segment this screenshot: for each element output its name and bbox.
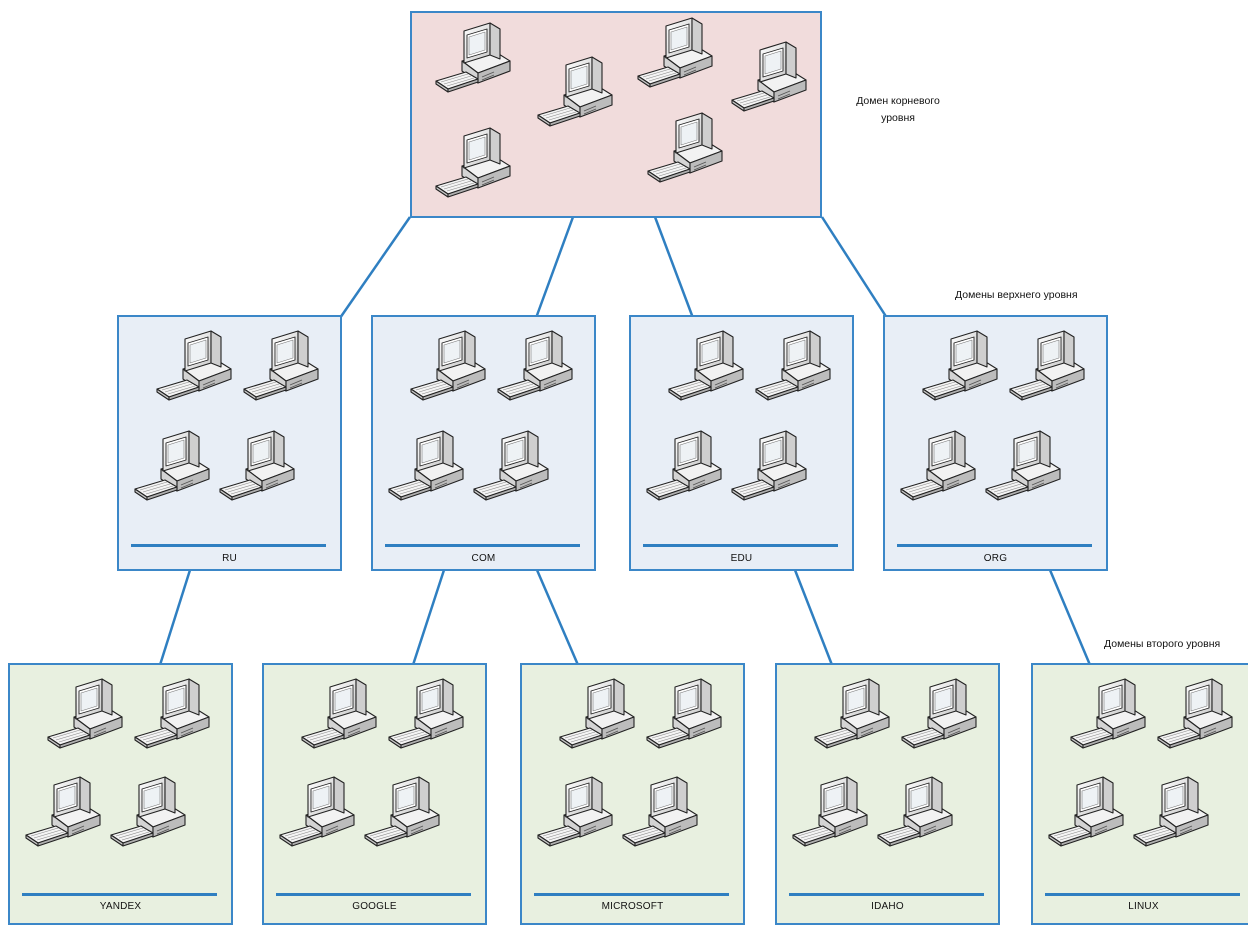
connector-com-microsoft — [535, 569, 580, 666]
caption-root-level: Домен корневого уровня — [856, 95, 940, 124]
desktop-computer-icon — [644, 111, 734, 191]
desktop-computer-icon — [665, 329, 755, 409]
connector-root-edu — [653, 216, 695, 319]
desktop-computer-icon — [276, 775, 366, 855]
domain-label-linux: LINUX — [1128, 901, 1159, 912]
desktop-computer-icon — [22, 775, 112, 855]
domain-underline — [1045, 893, 1240, 896]
desktop-computer-icon — [643, 677, 733, 757]
domain-label-com: COM — [471, 553, 496, 564]
domain-label-google: GOOGLE — [352, 901, 397, 912]
desktop-computer-icon — [1154, 677, 1244, 757]
domain-label-yandex: YANDEX — [99, 901, 142, 912]
desktop-computer-icon — [216, 429, 306, 509]
desktop-computer-icon — [1045, 775, 1135, 855]
domain-underline — [897, 544, 1092, 547]
connector-ru-yandex — [158, 569, 192, 666]
caption-second-level: Домены второго уровня — [1104, 638, 1221, 650]
domain-box-linux: LINUX — [1031, 663, 1248, 925]
desktop-computer-icon — [919, 329, 1009, 409]
desktop-computer-icon — [385, 429, 475, 509]
desktop-computer-icon — [1130, 775, 1220, 855]
domain-label-ru: RU — [222, 553, 237, 564]
desktop-computer-icon — [44, 677, 134, 757]
domain-label-idaho: IDAHO — [871, 901, 904, 912]
desktop-computer-icon — [898, 677, 988, 757]
desktop-computer-icon — [298, 677, 388, 757]
domain-box-org: ORG — [883, 315, 1108, 571]
connector-root-ru — [338, 216, 412, 319]
desktop-computer-icon — [107, 775, 197, 855]
desktop-computer-icon — [643, 429, 733, 509]
desktop-computer-icon — [432, 21, 522, 101]
desktop-computer-icon — [874, 775, 964, 855]
desktop-computer-icon — [897, 429, 987, 509]
desktop-computer-icon — [752, 329, 842, 409]
domain-underline — [643, 544, 838, 547]
desktop-computer-icon — [1067, 677, 1157, 757]
desktop-computer-icon — [556, 677, 646, 757]
desktop-computer-icon — [728, 40, 818, 120]
domain-label-microsoft: MICROSOFT — [601, 901, 664, 912]
domain-box-edu: EDU — [629, 315, 854, 571]
connector-com-google — [411, 569, 446, 666]
domain-box-microsoft: MICROSOFT — [520, 663, 745, 925]
domain-box-idaho: IDAHO — [775, 663, 1000, 925]
desktop-computer-icon — [407, 329, 497, 409]
desktop-computer-icon — [240, 329, 330, 409]
desktop-computer-icon — [619, 775, 709, 855]
connector-root-com — [534, 216, 575, 319]
domain-box-google: GOOGLE — [262, 663, 487, 925]
domain-underline — [534, 893, 729, 896]
desktop-computer-icon — [153, 329, 243, 409]
domain-underline — [131, 544, 326, 547]
desktop-computer-icon — [811, 677, 901, 757]
desktop-computer-icon — [470, 429, 560, 509]
desktop-computer-icon — [1006, 329, 1096, 409]
desktop-computer-icon — [789, 775, 879, 855]
desktop-computer-icon — [131, 677, 221, 757]
desktop-computer-icon — [534, 55, 624, 135]
domain-underline — [276, 893, 471, 896]
desktop-computer-icon — [432, 126, 522, 206]
desktop-computer-icon — [385, 677, 475, 757]
root-domain-box — [410, 11, 822, 218]
desktop-computer-icon — [728, 429, 818, 509]
domain-label-org: ORG — [983, 553, 1008, 564]
domain-box-com: COM — [371, 315, 596, 571]
connector-edu-idaho — [793, 569, 834, 666]
desktop-computer-icon — [494, 329, 584, 409]
desktop-computer-icon — [634, 16, 724, 96]
domain-box-yandex: YANDEX — [8, 663, 233, 925]
connector-org-linux — [1048, 569, 1092, 666]
connector-root-org — [820, 216, 889, 319]
desktop-computer-icon — [534, 775, 624, 855]
caption-top-level: Домены верхнего уровня — [955, 289, 1078, 301]
domain-underline — [22, 893, 217, 896]
desktop-computer-icon — [982, 429, 1072, 509]
domain-underline — [385, 544, 580, 547]
desktop-computer-icon — [361, 775, 451, 855]
domain-label-edu: EDU — [730, 553, 753, 564]
domain-underline — [789, 893, 984, 896]
domain-box-ru: RU — [117, 315, 342, 571]
desktop-computer-icon — [131, 429, 221, 509]
